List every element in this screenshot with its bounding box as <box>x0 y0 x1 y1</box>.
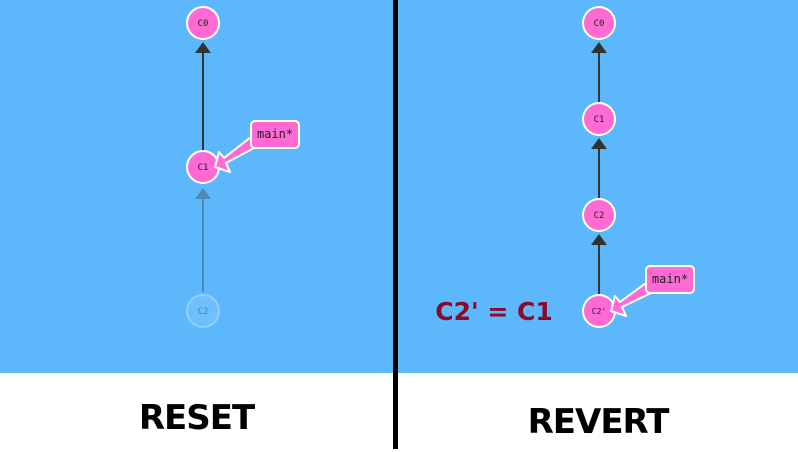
edge-c2-c1 <box>591 138 607 198</box>
commit-c0[interactable]: C0 <box>582 6 616 40</box>
commit-c2-faded: C2 <box>186 294 220 328</box>
edge-c1-c0 <box>195 42 211 150</box>
commit-c2-label: C2 <box>198 307 209 317</box>
edge-c2prime-c2 <box>591 234 607 294</box>
commit-c0[interactable]: C0 <box>186 6 220 40</box>
commit-c1-label: C1 <box>594 115 605 125</box>
commit-c1[interactable]: C1 <box>582 102 616 136</box>
commit-c2[interactable]: C2 <box>582 198 616 232</box>
commit-c0-label: C0 <box>198 19 209 29</box>
revert-graph: C0 C1 C2 C2' main* C2' = C1 <box>435 6 695 328</box>
edge-c2-c1-faded <box>195 188 211 292</box>
reset-caption: RESET <box>138 398 255 438</box>
commit-c2-label: C2 <box>594 211 605 221</box>
panel-divider <box>393 0 398 449</box>
revert-caption: REVERT <box>527 402 670 442</box>
branch-main-revert[interactable]: main* <box>610 265 695 317</box>
commit-c1-label: C1 <box>198 163 209 173</box>
edge-c1-c0 <box>591 42 607 103</box>
reset-graph: C0 C1 C2 main* <box>186 6 300 328</box>
branch-arrow-icon <box>610 282 652 317</box>
branch-arrow-icon <box>214 136 257 173</box>
branch-main-reset[interactable]: main* <box>214 120 300 173</box>
reset-panel <box>0 0 393 373</box>
commit-c2-prime-label: C2' <box>592 307 606 316</box>
branch-label: main* <box>652 272 688 286</box>
commit-c0-label: C0 <box>594 19 605 29</box>
branch-label: main* <box>257 127 293 141</box>
equation-text: C2' = C1 <box>435 297 553 326</box>
